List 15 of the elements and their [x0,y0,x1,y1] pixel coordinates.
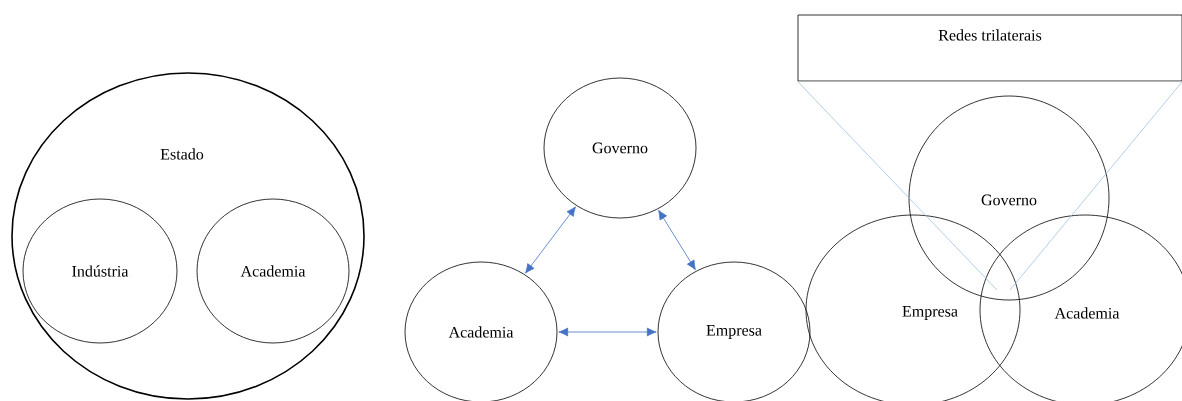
arrow [558,327,657,337]
node-label: Academia [448,326,514,338]
node-label: Redes trilaterais [938,29,1042,41]
leader-line [1009,81,1182,291]
node-label: Governo [981,194,1037,206]
node-label: Empresa [902,306,958,320]
node-label: Estado [160,148,204,160]
node-label: Empresa [706,325,762,339]
node-label: Academia [1054,307,1120,319]
node-label: Academia [240,265,306,277]
arrow [658,209,696,271]
arrow [525,206,576,274]
leader-line [797,81,998,291]
node-label: Governo [592,142,648,154]
node-label: Indústria [72,265,129,277]
